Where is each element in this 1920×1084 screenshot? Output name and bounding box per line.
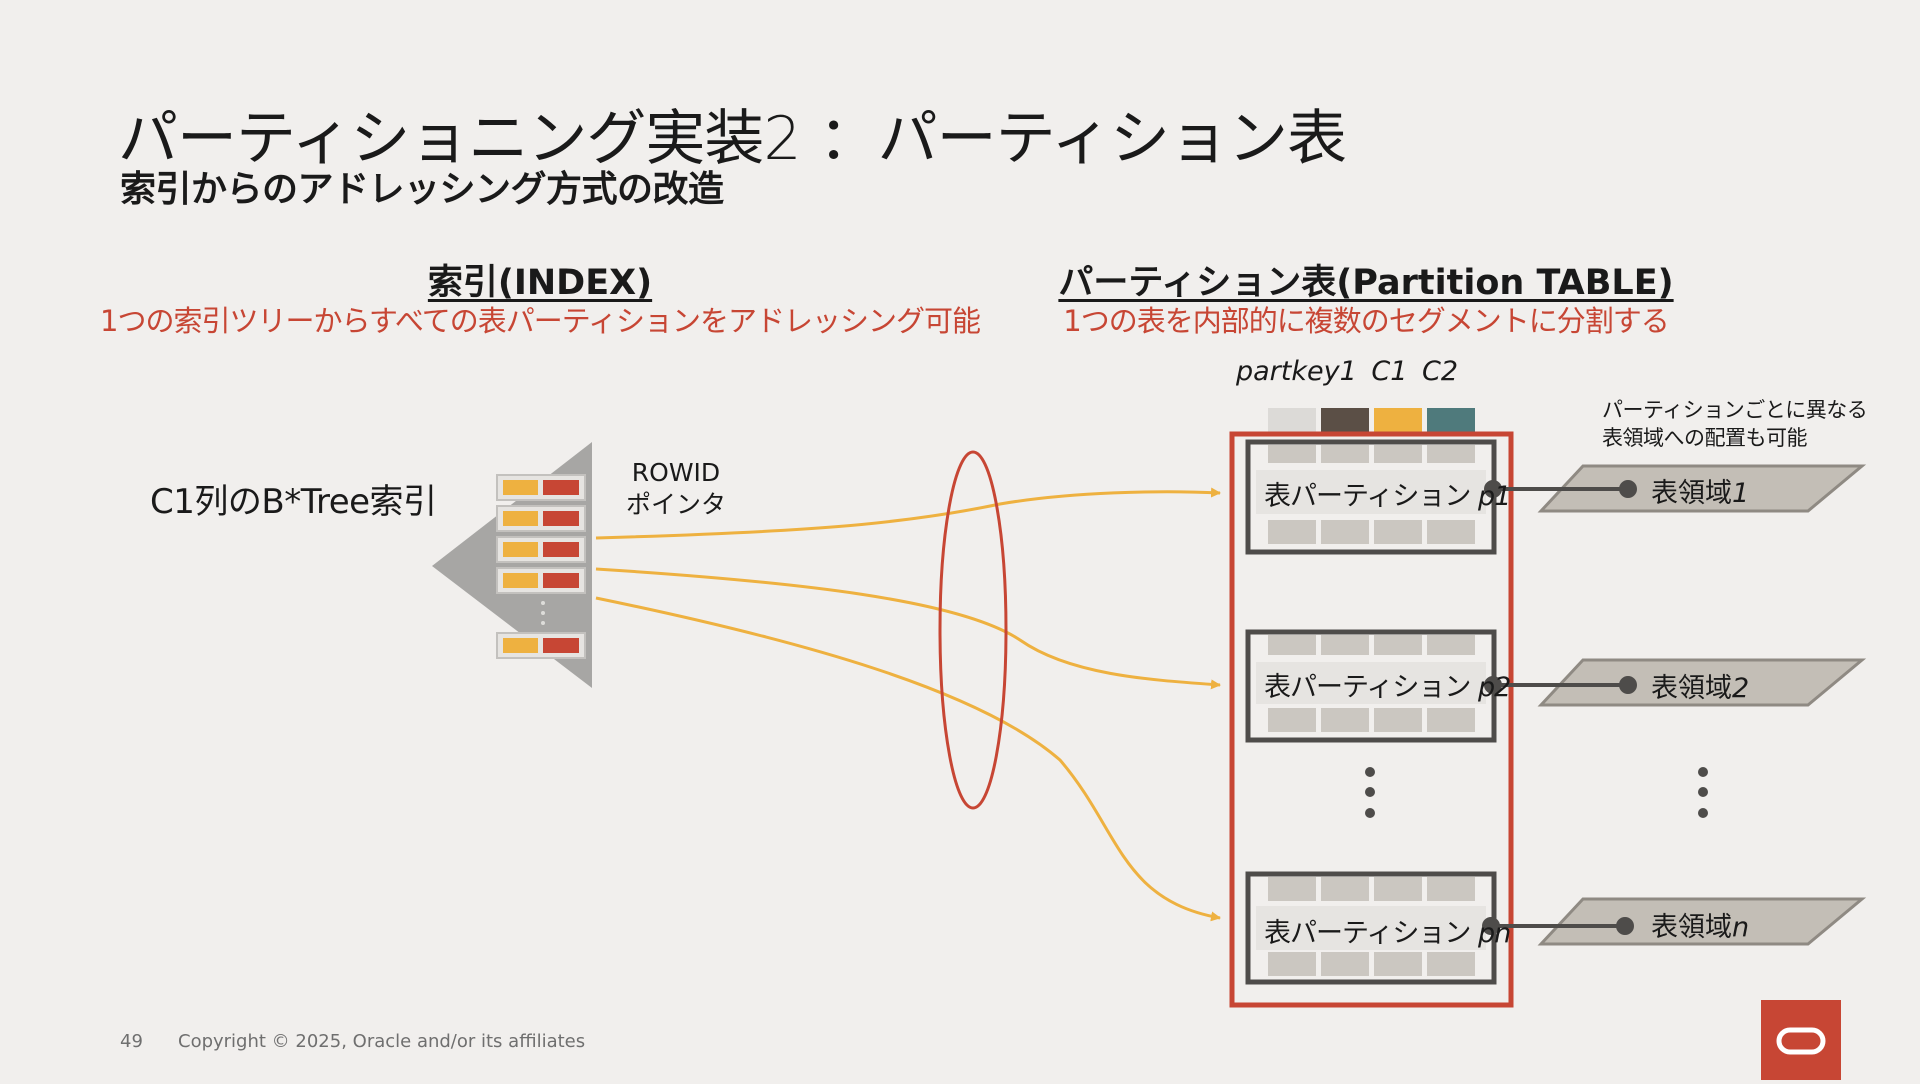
partition-label-prefix: 表パーティション xyxy=(1264,672,1478,703)
partition-label-p1: 表パーティション p1 xyxy=(1264,474,1511,513)
column-color-chips xyxy=(1268,408,1475,432)
index-heading: 索引(INDEX) xyxy=(427,263,653,303)
page-number: 49 xyxy=(120,1031,143,1052)
partition-label-p2: 表パーティション p2 xyxy=(1264,665,1511,704)
tablespace-label-1: 表領域1 xyxy=(1651,471,1749,510)
tablespace-label-suffix: 2 xyxy=(1732,673,1750,704)
pointer-arrow-p1 xyxy=(595,487,1221,540)
partition-table-frame xyxy=(1229,431,1514,1008)
tablespace-label-2: 表領域2 xyxy=(1651,666,1749,705)
table-description: 1つの表を内部的に複数のセグメントに分割する xyxy=(1063,304,1669,338)
partition-box-p2 xyxy=(1245,629,1497,743)
tablespace-label-prefix: 表領域 xyxy=(1651,912,1732,943)
index-description: 1つの索引ツリーからすべての表パーティションをアドレッシング可能 xyxy=(100,304,981,338)
rowid-label-line1: ROWID xyxy=(631,458,721,487)
page-title: パーティショニング実装2 ：パーティション表 xyxy=(118,104,1347,174)
partition-name: pn xyxy=(1477,918,1511,949)
partition-box-p1 xyxy=(1245,439,1497,555)
ellipsis-icon xyxy=(1698,767,1708,818)
tablespace-note-line2: 表領域への配置も可能 xyxy=(1602,426,1808,450)
tablespace-label-prefix: 表領域 xyxy=(1651,673,1732,704)
rowid-pointer-arrows xyxy=(595,487,1221,922)
pointer-arrow-p2 xyxy=(595,567,1221,690)
pointer-arrow-pn xyxy=(595,596,1221,922)
rowid-pointer-label: ROWID ポインタ xyxy=(626,457,726,521)
partition-name: p2 xyxy=(1477,672,1511,703)
ellipsis-icon xyxy=(1365,767,1375,818)
oracle-logo-icon xyxy=(1761,1000,1841,1080)
page-subtitle: 索引からのアドレッシング方式の改造 xyxy=(120,169,724,210)
btree-index-label: C1列のB*Tree索引 xyxy=(150,482,437,522)
tablespace-label-prefix: 表領域 xyxy=(1651,478,1732,509)
partition-label-prefix: 表パーティション xyxy=(1264,481,1478,512)
copyright-notice: Copyright © 2025, Oracle and/or its affi… xyxy=(178,1031,586,1052)
column-headers: partkey1 C1 C2 xyxy=(1236,356,1459,387)
partition-label-pn: 表パーティション pn xyxy=(1264,911,1511,950)
btree-index-icon xyxy=(432,442,592,688)
tablespace-shape-2 xyxy=(1537,658,1867,707)
tablespace-note-line1: パーティションごとに異なる xyxy=(1602,398,1868,422)
partition-box-pn xyxy=(1245,871,1497,985)
tablespace-shape-1 xyxy=(1537,464,1867,513)
tablespace-note: パーティションごとに異なる 表領域への配置も可能 xyxy=(1602,396,1868,452)
partition-label-prefix: 表パーティション xyxy=(1264,918,1478,949)
rowid-label-line2: ポインタ xyxy=(625,490,727,519)
tablespace-connectors xyxy=(1482,480,1637,935)
partition-name: p1 xyxy=(1477,481,1511,512)
oracle-logo-mark xyxy=(1776,1027,1826,1055)
pointer-highlight-ellipse xyxy=(938,450,1008,810)
tablespace-label-suffix: n xyxy=(1732,912,1750,943)
tablespace-label-n: 表領域n xyxy=(1651,905,1749,944)
table-heading: パーティション表(Partition TABLE) xyxy=(1058,263,1674,303)
tablespace-label-suffix: 1 xyxy=(1732,478,1750,509)
